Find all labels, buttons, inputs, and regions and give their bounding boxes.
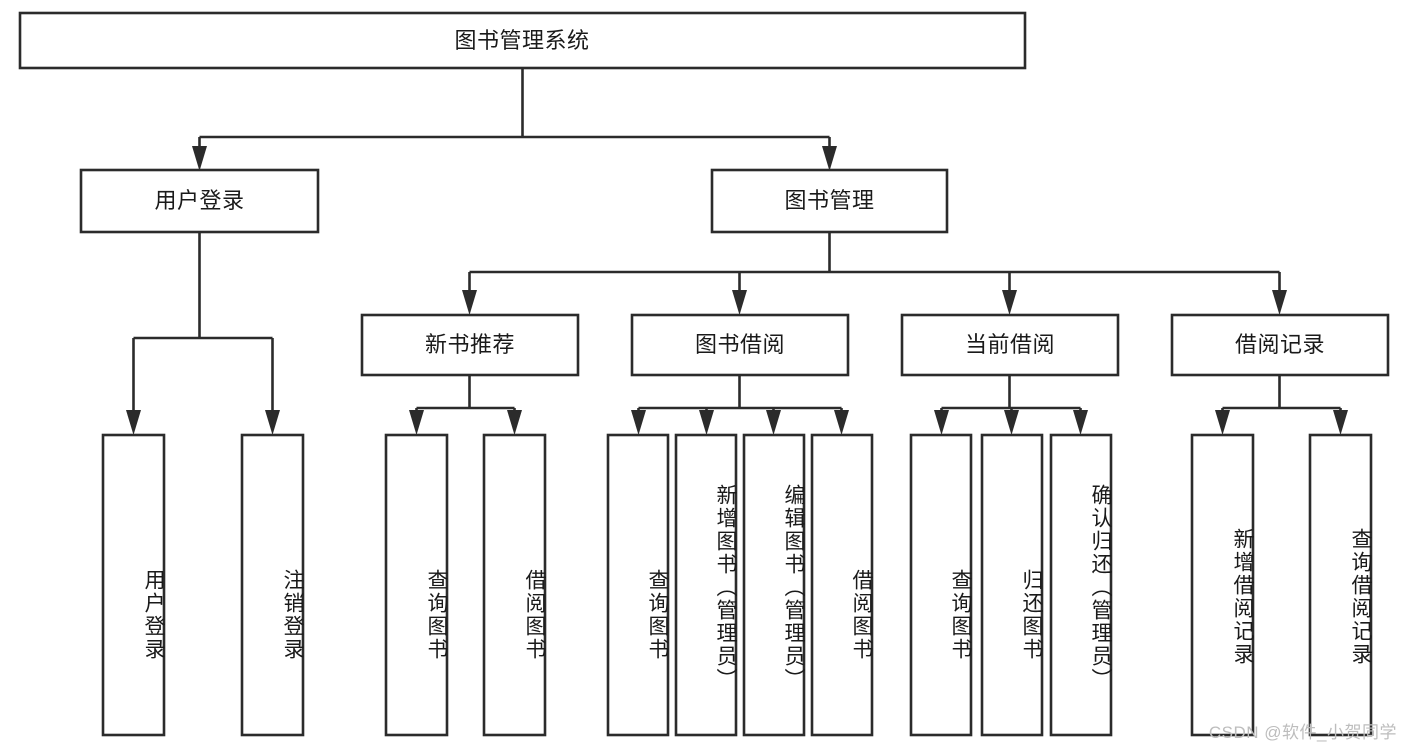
arrow-head-book-mgmt bbox=[822, 146, 837, 171]
arrow-head-leaf-user-login bbox=[126, 410, 141, 435]
leaf-box-borrow-books-nb[interactable] bbox=[482, 433, 547, 737]
leaf-box-add-book[interactable] bbox=[674, 433, 738, 737]
leaf-box-query-books-nb[interactable] bbox=[384, 433, 449, 737]
arrow-head-new-books bbox=[462, 290, 477, 315]
node-user-login-box[interactable] bbox=[79, 168, 320, 234]
node-current-borrow-label: 当前借阅 bbox=[965, 332, 1055, 357]
node-user-login[interactable]: 用户登录 bbox=[79, 168, 320, 234]
watermark-csdn: CSDN @软件_小贺同学 bbox=[1208, 723, 1397, 742]
node-root-box[interactable] bbox=[18, 11, 1027, 70]
node-new-book-recommend[interactable]: 新书推荐 bbox=[360, 313, 580, 377]
node-borrow-records-box[interactable] bbox=[1170, 313, 1390, 377]
leaf-box-confirm-return[interactable] bbox=[1049, 433, 1113, 737]
node-book-borrow[interactable]: 图书借阅 bbox=[630, 313, 850, 377]
node-new-book-recommend-label: 新书推荐 bbox=[425, 332, 515, 357]
node-book-management-label: 图书管理 bbox=[784, 188, 874, 213]
arrow-head-nb-leaf2 bbox=[507, 410, 522, 435]
arrow-head-cb-leaf2 bbox=[1004, 410, 1019, 435]
leaf-box-query-record[interactable] bbox=[1308, 433, 1373, 737]
node-current-borrow-box[interactable] bbox=[900, 313, 1120, 377]
leaf-box-layer bbox=[101, 433, 1373, 737]
node-root-label: 图书管理系统 bbox=[454, 28, 589, 53]
node-new-book-recommend-box[interactable] bbox=[360, 313, 580, 377]
leaf-box-add-record[interactable] bbox=[1190, 433, 1255, 737]
leaf-box-query-books-bw[interactable] bbox=[606, 433, 670, 737]
arrow-head-bw-leaf2 bbox=[699, 410, 714, 435]
leaf-box-logout[interactable] bbox=[240, 433, 305, 737]
node-borrow-records-label: 借阅记录 bbox=[1235, 332, 1325, 357]
arrow-head-records bbox=[1272, 290, 1287, 315]
leaf-box-query-books-cb[interactable] bbox=[909, 433, 973, 737]
arrow-head-cb-leaf1 bbox=[934, 410, 949, 435]
arrow-head-current-borrow bbox=[1002, 290, 1017, 315]
connector-layer bbox=[126, 68, 1348, 435]
leaf-box-user-login[interactable] bbox=[101, 433, 166, 737]
arrow-head-rc-leaf1 bbox=[1215, 410, 1230, 435]
node-book-management[interactable]: 图书管理 bbox=[710, 168, 949, 234]
leaf-box-edit-book[interactable] bbox=[742, 433, 806, 737]
arrow-head-bw-leaf4 bbox=[834, 410, 849, 435]
node-user-login-label: 用户登录 bbox=[154, 188, 244, 213]
node-root-system[interactable]: 图书管理系统 bbox=[18, 11, 1027, 70]
leaf-box-return-book[interactable] bbox=[980, 433, 1044, 737]
arrow-head-bw-leaf3 bbox=[766, 410, 781, 435]
node-current-borrow[interactable]: 当前借阅 bbox=[900, 313, 1120, 377]
node-book-management-box[interactable] bbox=[710, 168, 949, 234]
arrow-head-cb-leaf3 bbox=[1073, 410, 1088, 435]
node-borrow-records[interactable]: 借阅记录 bbox=[1170, 313, 1390, 377]
arrow-head-borrow bbox=[732, 290, 747, 315]
node-book-borrow-label: 图书借阅 bbox=[695, 332, 785, 357]
arrow-head-rc-leaf2 bbox=[1333, 410, 1348, 435]
leaf-box-borrow-book[interactable] bbox=[810, 433, 874, 737]
arrow-head-leaf-logout bbox=[265, 410, 280, 435]
arrow-head-nb-leaf1 bbox=[409, 410, 424, 435]
arrow-head-user-login bbox=[192, 146, 207, 171]
node-book-borrow-box[interactable] bbox=[630, 313, 850, 377]
arrow-head-bw-leaf1 bbox=[631, 410, 646, 435]
